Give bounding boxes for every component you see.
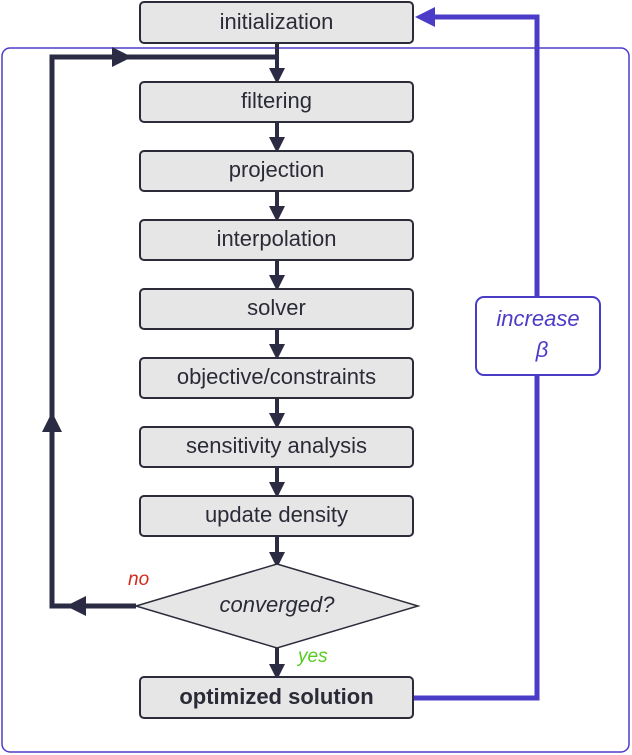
- box-projection: projection: [139, 150, 414, 192]
- box-filtering-label: filtering: [241, 88, 312, 113]
- box-update-density: update density: [139, 495, 414, 537]
- box-optimized-solution-label: optimized solution: [179, 684, 373, 709]
- no-loop-arrow: [42, 47, 275, 616]
- increase-beta-box: increase β: [475, 296, 601, 376]
- box-objective-constraints-label: objective/constraints: [177, 364, 376, 389]
- decision-converged-label: converged?: [220, 592, 336, 617]
- loop-frame: [1, 47, 630, 753]
- box-projection-label: projection: [229, 157, 324, 182]
- increase-beta-line2: β: [535, 337, 549, 362]
- increase-beta-line1: increase: [496, 306, 579, 331]
- box-solver: solver: [139, 288, 414, 330]
- box-initialization: initialization: [139, 1, 414, 44]
- box-solver-label: solver: [247, 295, 306, 320]
- box-filtering: filtering: [139, 81, 414, 123]
- box-initialization-label: initialization: [220, 9, 334, 34]
- box-interpolation: interpolation: [139, 219, 414, 261]
- box-interpolation-label: interpolation: [217, 226, 337, 251]
- box-objective-constraints: objective/constraints: [139, 357, 414, 399]
- decision-converged: converged?: [133, 563, 421, 649]
- box-update-density-label: update density: [205, 502, 348, 527]
- yes-branch-label: yes: [296, 646, 328, 667]
- box-optimized-solution: optimized solution: [139, 676, 414, 719]
- box-sensitivity-analysis: sensitivity analysis: [139, 426, 414, 468]
- no-branch-label: no: [128, 569, 149, 590]
- box-sensitivity-analysis-label: sensitivity analysis: [186, 433, 367, 458]
